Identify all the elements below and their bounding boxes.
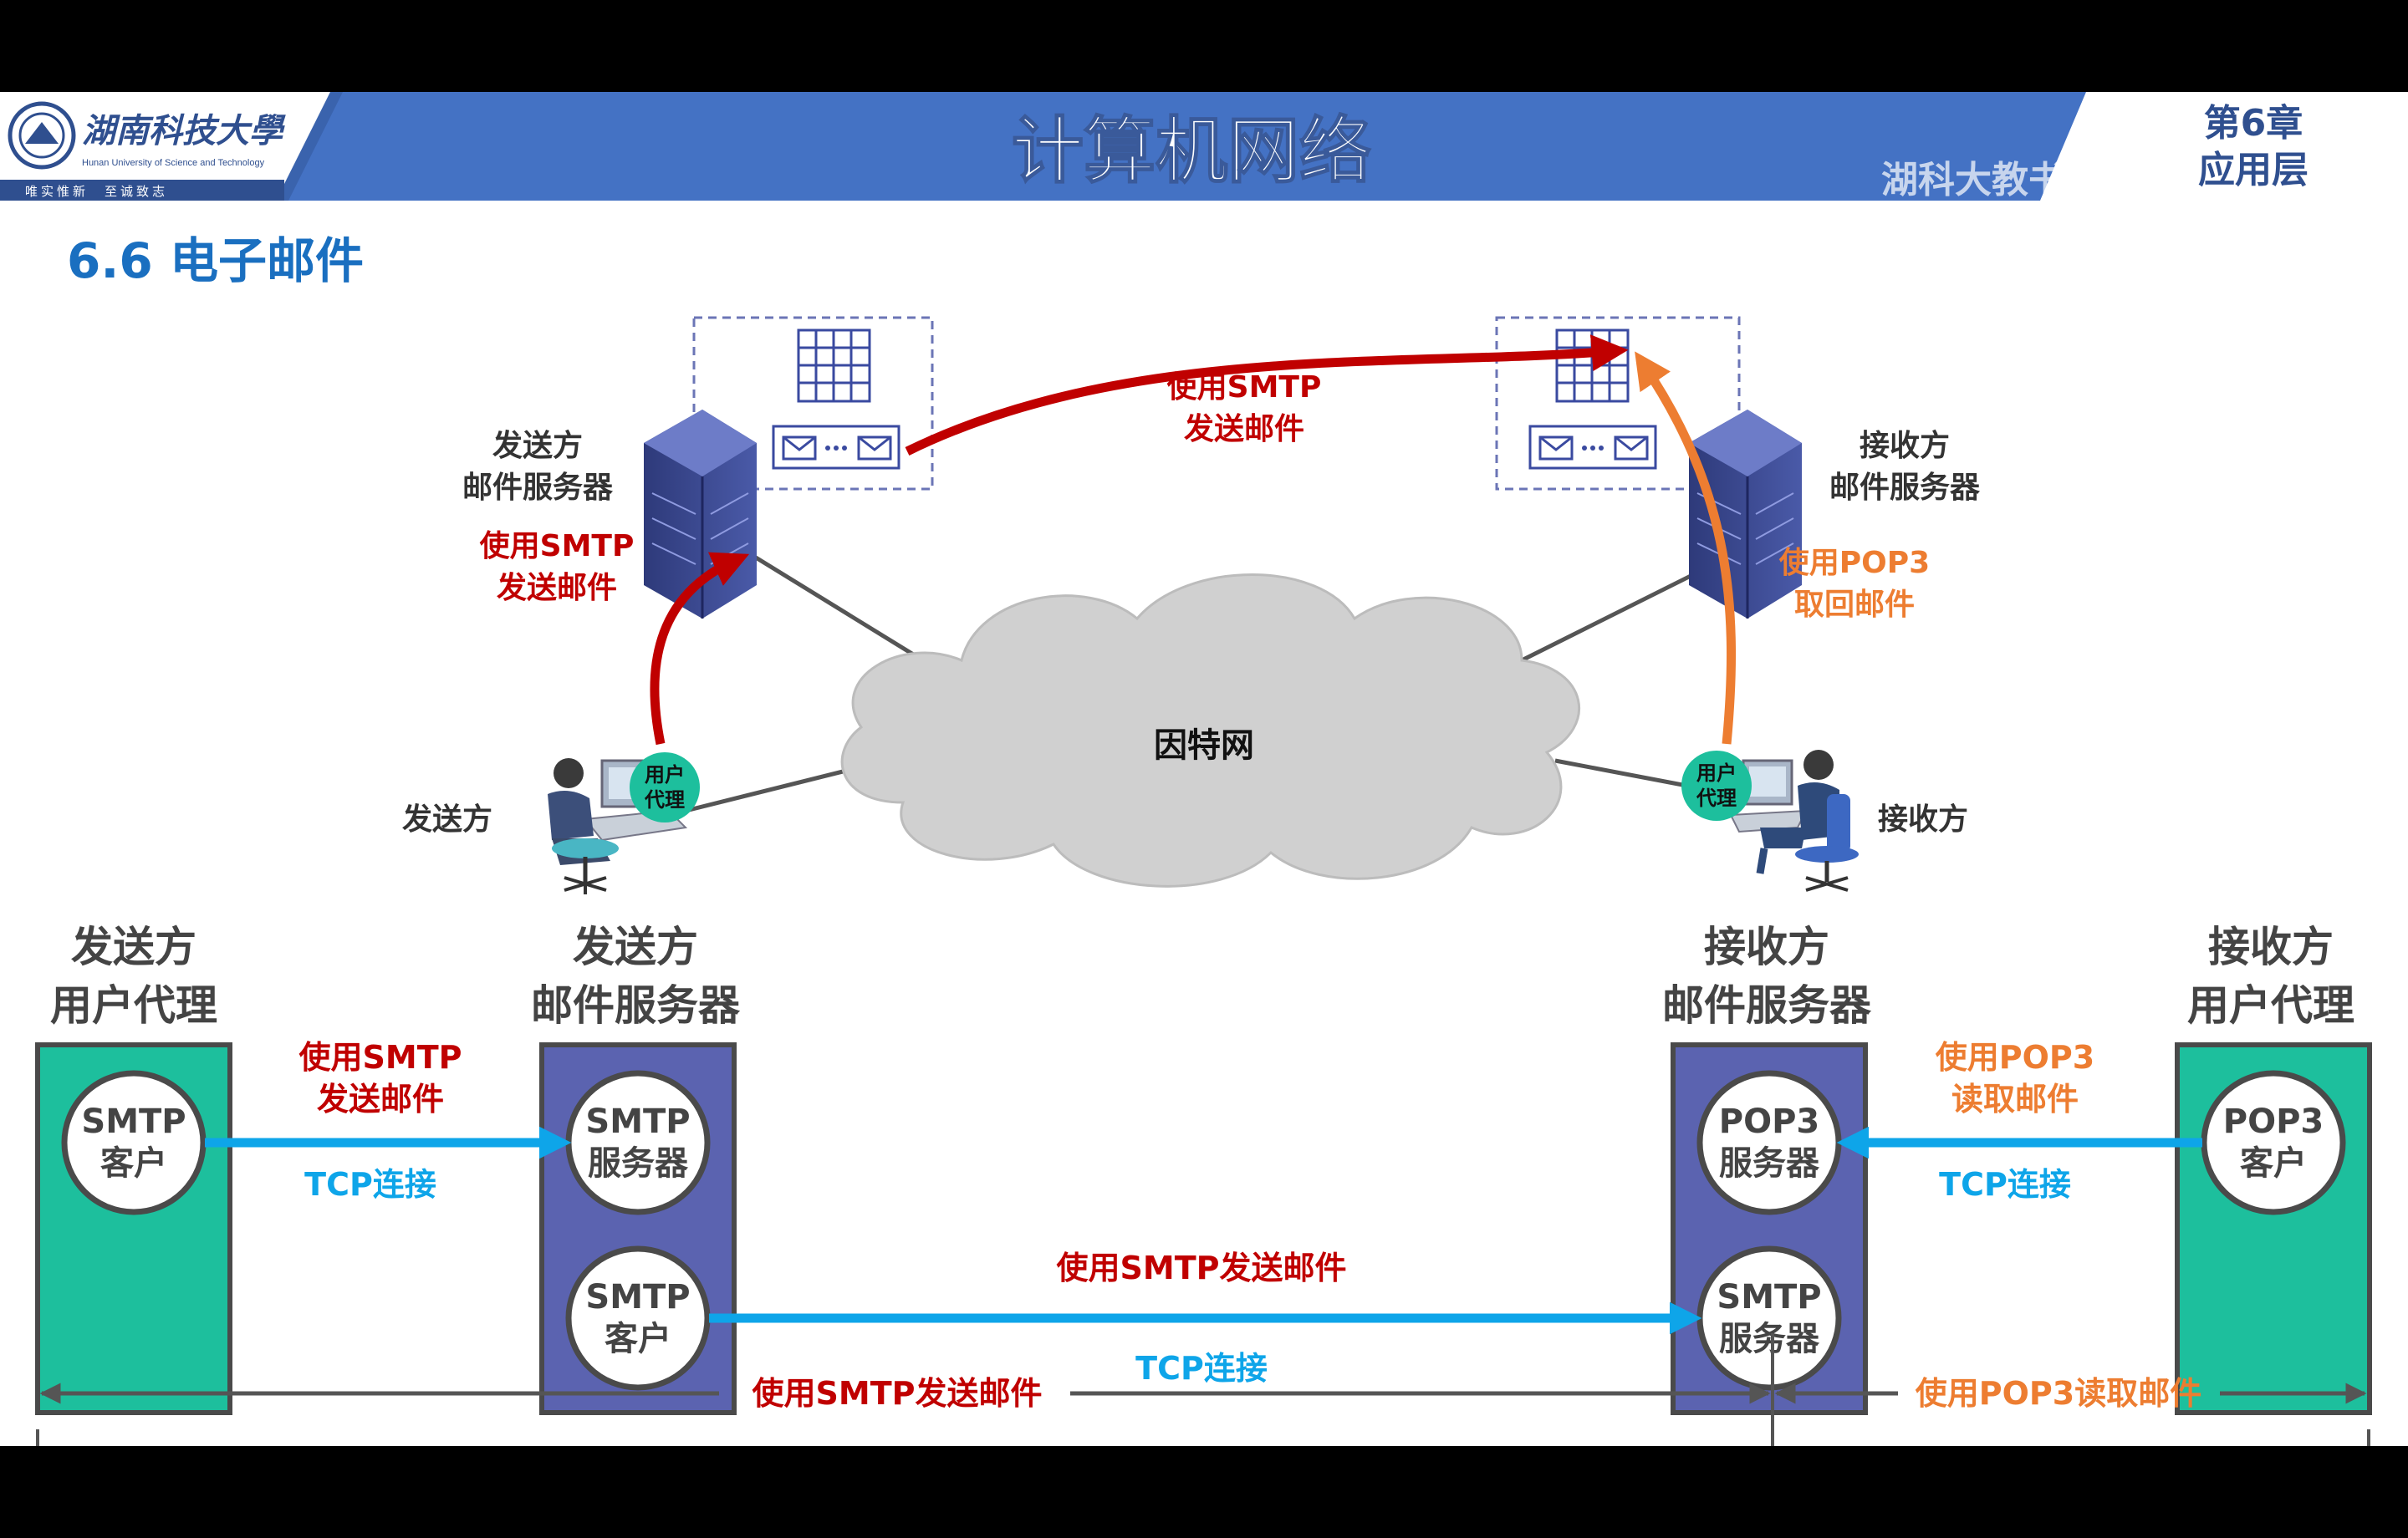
receiver-server-icon bbox=[1689, 410, 1802, 619]
course-title: 计算机网络 bbox=[1012, 109, 1371, 193]
chapter-number: 第6章 bbox=[2204, 102, 2303, 145]
link-middle-tcp-label: TCP连接 bbox=[1135, 1350, 1268, 1387]
pop3-fetch-label: 使用POP3 bbox=[1779, 546, 1930, 580]
header-bar bbox=[0, 92, 2408, 201]
node-label: SMTP bbox=[1717, 1278, 1821, 1316]
node-label: 服务器 bbox=[1719, 1320, 1820, 1358]
col2-title: 邮件服务器 bbox=[531, 981, 741, 1030]
pop3-fetch-arrow bbox=[1635, 351, 1737, 745]
smtp-upload-label: 发送邮件 bbox=[497, 571, 617, 605]
node-label: SMTP bbox=[585, 1278, 690, 1316]
slide: 湖南科技大學 Hunan University of Science and T… bbox=[0, 92, 2408, 1446]
mailbox-grid-icon bbox=[1555, 328, 1630, 403]
mail-queue-icon bbox=[772, 425, 900, 470]
header-watermark: 湖科大教书匠 bbox=[1881, 159, 2102, 201]
university-name-cn: 湖南科技大學 bbox=[82, 112, 286, 150]
smtp-upload-label: 使用SMTP bbox=[480, 529, 635, 563]
pop3-fetch-label: 取回邮件 bbox=[1794, 588, 1915, 622]
user-agent-label: 代理 bbox=[644, 788, 685, 812]
span-ticks bbox=[36, 1333, 2370, 1446]
smtp-client-node: SMTP 客户 bbox=[565, 1245, 711, 1391]
smtp-upload-arrow bbox=[650, 552, 750, 746]
smtp-server-transfer-arrow bbox=[905, 334, 1629, 456]
user-agent-label: 代理 bbox=[1696, 787, 1737, 810]
link3-protocol-label: 使用POP3 bbox=[1936, 1039, 2094, 1076]
node-label: 服务器 bbox=[1719, 1144, 1820, 1183]
node-label: SMTP bbox=[81, 1103, 186, 1141]
col2-title: 发送方 bbox=[573, 923, 698, 971]
node-label: POP3 bbox=[1719, 1103, 1819, 1141]
link-middle-protocol-label: 使用SMTP发送邮件 bbox=[1057, 1250, 1347, 1286]
pop3-client-node: POP3 客户 bbox=[2201, 1070, 2346, 1215]
sender-label: 发送方 bbox=[402, 802, 492, 837]
sender-user-agent-badge: 用户 代理 bbox=[630, 752, 700, 822]
col4-title: 接收方 bbox=[2208, 923, 2334, 971]
sender-mailbox bbox=[692, 316, 934, 491]
link3-tcp-label: TCP连接 bbox=[1939, 1166, 2071, 1203]
col1-title: 用户代理 bbox=[50, 981, 217, 1030]
chapter-name: 应用层 bbox=[2198, 149, 2309, 191]
internet-cloud bbox=[840, 573, 1580, 888]
link1-tcp-label: TCP连接 bbox=[304, 1166, 436, 1203]
node-label: 服务器 bbox=[588, 1144, 689, 1183]
smtp-server-node: SMTP 服务器 bbox=[565, 1070, 711, 1215]
sender-server-label: 邮件服务器 bbox=[462, 471, 614, 505]
smtp-server-node: SMTP 服务器 bbox=[1696, 1245, 1842, 1391]
receiver-label: 接收方 bbox=[1878, 802, 1968, 837]
user-agent-label: 用户 bbox=[1696, 761, 1737, 785]
university-name-en: Hunan University of Science and Technolo… bbox=[82, 158, 265, 168]
mailbox-grid-icon bbox=[797, 328, 871, 403]
smtp-client-node: SMTP 客户 bbox=[61, 1070, 207, 1215]
university-motto: 唯实惟新 至诚致志 bbox=[25, 184, 168, 199]
span-pop3-label: 使用POP3读取邮件 bbox=[1916, 1375, 2201, 1412]
link3-protocol-label: 读取邮件 bbox=[1951, 1081, 2079, 1118]
smtp-transfer-label: 使用SMTP bbox=[1167, 370, 1322, 405]
col3-title: 接收方 bbox=[1704, 923, 1829, 971]
receiver-server-label: 接收方 bbox=[1860, 429, 1950, 463]
user-agent-label: 用户 bbox=[645, 763, 685, 787]
receiver-server-label: 邮件服务器 bbox=[1829, 471, 1981, 505]
university-logo-icon bbox=[8, 101, 76, 170]
receiver-user-icon bbox=[1729, 750, 1859, 892]
node-label: 客户 bbox=[2240, 1144, 2307, 1183]
section-title: 6.6 电子邮件 bbox=[67, 232, 364, 289]
node-label: 客户 bbox=[100, 1144, 167, 1183]
smtp-transfer-label: 发送邮件 bbox=[1184, 412, 1304, 446]
span-smtp-label: 使用SMTP发送邮件 bbox=[752, 1375, 1043, 1412]
link1-protocol-label: 使用SMTP bbox=[299, 1039, 462, 1076]
receiver-user-agent-badge: 用户 代理 bbox=[1681, 751, 1752, 821]
col1-title: 发送方 bbox=[71, 923, 196, 971]
col4-title: 用户代理 bbox=[2187, 981, 2354, 1030]
node-label: POP3 bbox=[2223, 1103, 2324, 1141]
mail-queue-icon bbox=[1528, 425, 1657, 470]
sender-server-label: 发送方 bbox=[492, 429, 583, 463]
col3-title: 邮件服务器 bbox=[1662, 981, 1872, 1030]
node-label: SMTP bbox=[585, 1103, 690, 1141]
node-label: 客户 bbox=[605, 1320, 671, 1358]
link1-protocol-label: 发送邮件 bbox=[317, 1081, 444, 1118]
internet-label: 因特网 bbox=[1154, 726, 1254, 765]
pop3-server-node: POP3 服务器 bbox=[1696, 1070, 1842, 1215]
